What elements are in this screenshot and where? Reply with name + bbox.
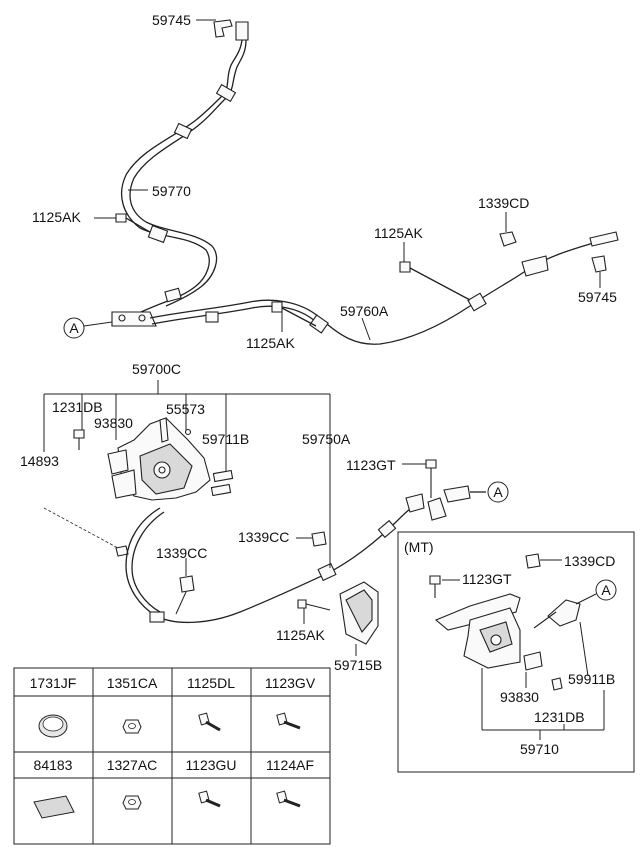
label-59745-top: 59745 [152, 12, 191, 28]
bolt-icon [73, 429, 85, 439]
bolt-icon [399, 261, 411, 273]
reference-a-left: A [63, 317, 85, 339]
lever-handle [434, 593, 521, 631]
front-cable-assembly [83, 19, 249, 327]
clamp-icon [215, 83, 237, 103]
table-cell-label: 1124AF [266, 757, 314, 773]
label-mt-1339cd: 1339CD [564, 553, 615, 569]
lever-assembly-group [43, 380, 486, 656]
clip-icon [591, 255, 607, 273]
bracket-icon [521, 255, 549, 277]
clamp-icon [309, 314, 329, 334]
ref-a-label: A [493, 484, 503, 500]
mt-title: (MT) [404, 539, 434, 555]
clamp-icon [317, 562, 337, 582]
mt-box: (MT) A 1123GT 1339CD 59911B 93 [397, 531, 635, 773]
table-cell-label: 1327AC [107, 757, 158, 773]
label-59770: 59770 [152, 183, 191, 199]
label-mt-59911b: 59911B [568, 671, 615, 687]
nut-icon [122, 719, 142, 734]
label-1125ak-upper: 1125AK [374, 225, 423, 241]
cable-end-fitting [589, 231, 619, 247]
cable-end-fitting [235, 21, 249, 41]
screw-icon [551, 677, 563, 691]
table-cell-label: 84183 [34, 757, 73, 773]
label-59745-right: 59745 [578, 289, 617, 305]
clamp-icon [149, 611, 165, 623]
ref-a-label: A [601, 582, 611, 598]
bolt-icon [115, 213, 127, 223]
bolt-icon [276, 712, 301, 730]
bolt-icon [297, 599, 307, 609]
bolt-icon [271, 301, 283, 313]
label-93830: 93830 [94, 415, 133, 431]
label-59711b: 59711B [202, 431, 249, 447]
label-1125ak-left: 1125AK [32, 209, 81, 225]
label-59760a: 59760A [340, 303, 389, 319]
label-14893: 14893 [20, 453, 59, 469]
clamp-icon [164, 287, 182, 303]
table-cell-label: 1351CA [107, 675, 158, 691]
switch-icon [107, 449, 129, 475]
clamp-icon [173, 122, 193, 140]
label-59750a: 59750A [302, 431, 351, 447]
table-cell-label: 1125DL [187, 675, 235, 691]
label-1339cc-right: 1339CC [238, 529, 289, 545]
pin-icon [184, 428, 192, 436]
pad-icon [33, 795, 75, 819]
label-1123gt: 1123GT [346, 457, 396, 473]
bolt-icon [198, 712, 221, 732]
label-1339cd: 1339CD [478, 195, 529, 211]
nut-icon [179, 575, 195, 593]
nut-icon [122, 795, 142, 810]
label-1339cc-left: 1339CC [156, 545, 207, 561]
screw-icon [115, 545, 129, 557]
rear-cable-assembly [149, 212, 619, 345]
table-cell-label: 1123GU [185, 757, 236, 773]
bolt-icon [198, 790, 221, 808]
label-1125ak-mid: 1125AK [276, 627, 325, 643]
nut-icon [499, 231, 517, 247]
label-mt-1231db: 1231DB [534, 709, 585, 725]
label-mt-59710: 59710 [520, 741, 559, 757]
clamp-icon [377, 519, 397, 539]
label-55573: 55573 [166, 401, 205, 417]
nut-icon [311, 531, 327, 547]
ref-a-label: A [69, 320, 79, 336]
clamp-icon [467, 292, 487, 312]
label-1231db: 1231DB [52, 399, 103, 415]
clip-icon [213, 19, 233, 38]
label-mt-1123gt: 1123GT [462, 571, 512, 587]
label-59700c: 59700C [132, 361, 181, 377]
label-mt-93830: 93830 [500, 689, 539, 705]
label-1125ak-lower: 1125AK [246, 335, 295, 351]
bolt-icon [425, 459, 437, 469]
clamp-icon [147, 224, 169, 244]
bolt-icon [276, 790, 301, 808]
equalizer-icon [443, 485, 471, 503]
table-cell-label: 1123GV [265, 675, 316, 691]
label-59715b: 59715B [334, 657, 382, 673]
nut-icon [525, 553, 541, 569]
reference-a-mid: A [487, 481, 509, 503]
bolt-icon [429, 575, 441, 585]
switch-icon [547, 599, 581, 627]
cable-end-fitting [405, 493, 425, 513]
parts-table: 1731JF 1351CA 1125DL 1123GV 84183 1327AC… [13, 667, 331, 845]
table-cell-label: 1731JF [30, 675, 77, 691]
grommet-icon [38, 714, 68, 738]
clamp-icon [205, 311, 219, 323]
